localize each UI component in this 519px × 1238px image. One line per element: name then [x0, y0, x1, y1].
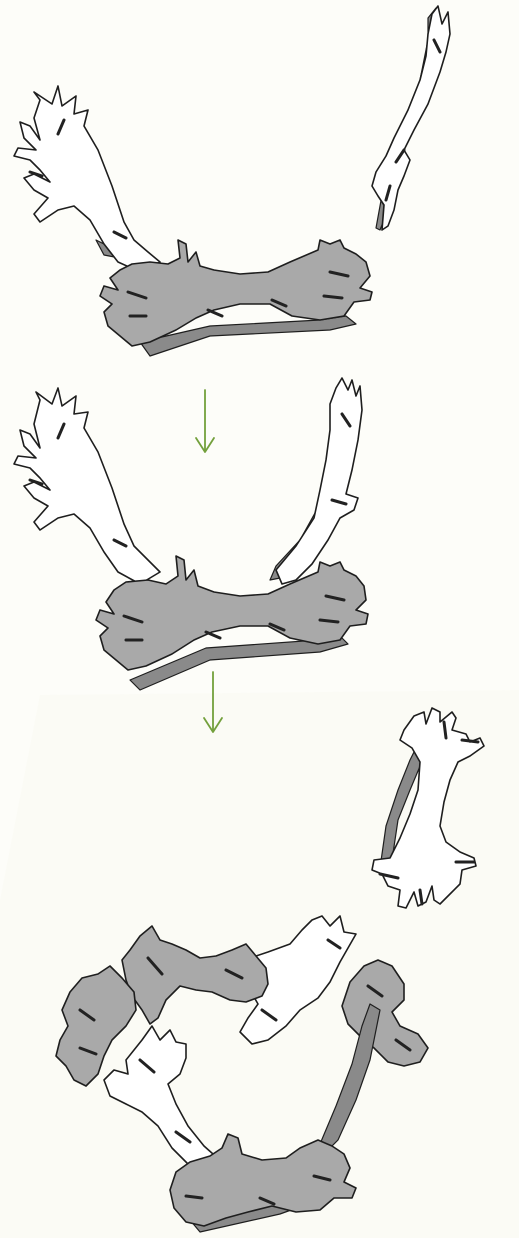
- slot: [444, 722, 446, 738]
- slot: [420, 890, 422, 904]
- slot: [462, 740, 478, 742]
- slot: [324, 296, 342, 298]
- slot: [320, 620, 338, 622]
- slot: [186, 1196, 202, 1198]
